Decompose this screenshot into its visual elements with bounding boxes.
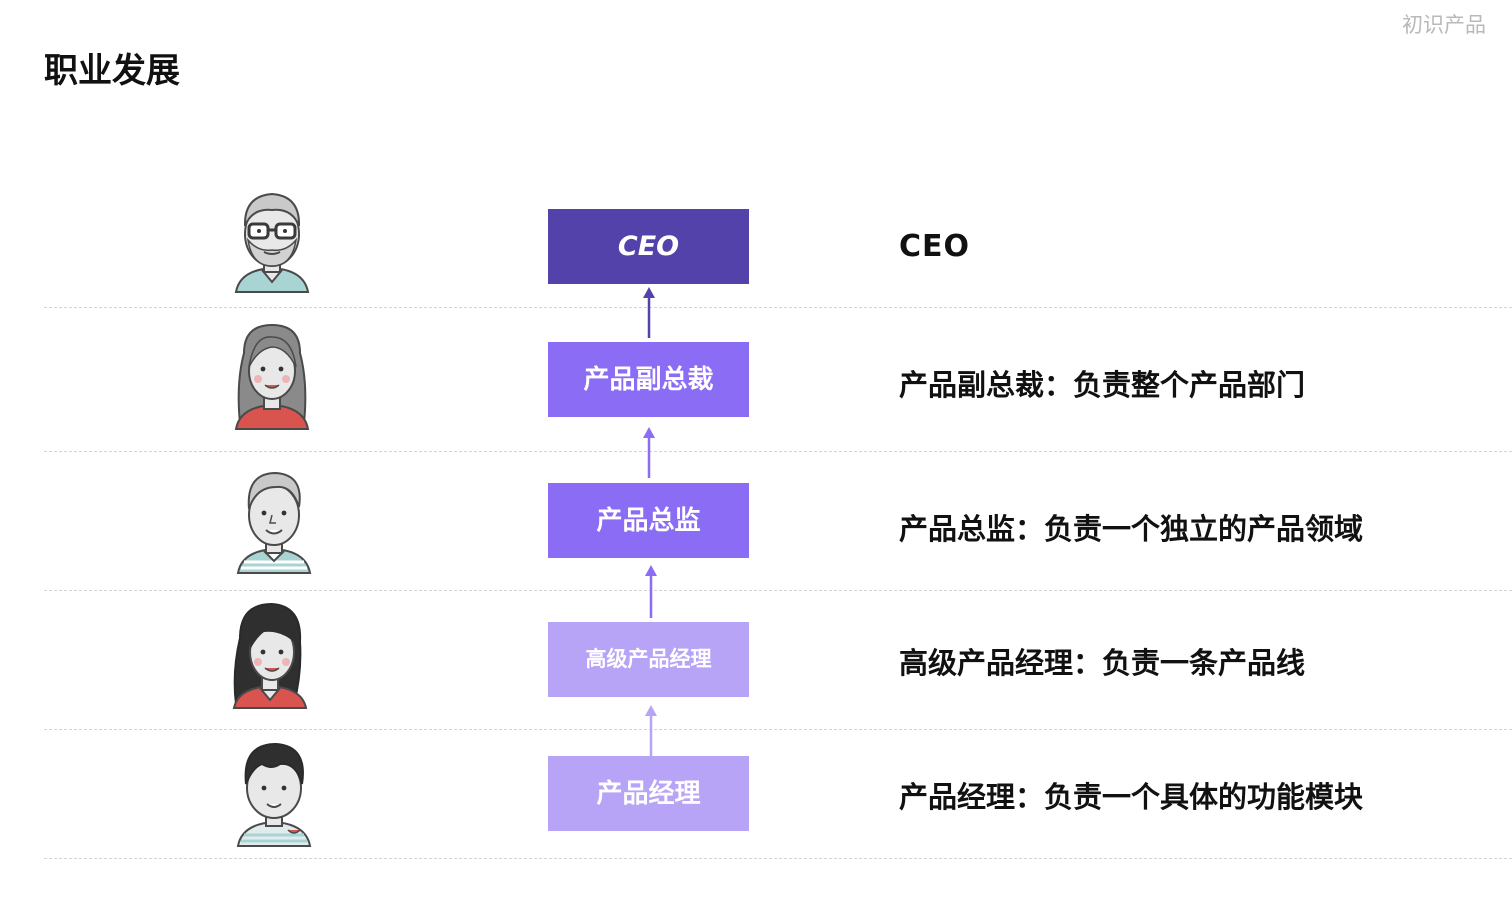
level-desc-ceo: CEO	[899, 229, 971, 264]
row-divider	[44, 307, 1512, 308]
arrow-up-icon	[639, 286, 659, 338]
level-box-director: 产品总监	[548, 483, 749, 558]
row-divider	[44, 729, 1512, 730]
page-title: 职业发展	[44, 51, 180, 91]
man-black-hair-avatar	[232, 740, 316, 848]
row-divider	[44, 590, 1512, 591]
level-desc-pm: 产品经理：负责一个具体的功能模块	[899, 780, 1364, 814]
level-desc-senior-pm: 高级产品经理：负责一条产品线	[899, 646, 1306, 680]
man-glasses-beard-avatar	[230, 186, 314, 294]
level-desc-vp: 产品副总裁：负责整个产品部门	[899, 368, 1306, 402]
level-box-pm: 产品经理	[548, 756, 749, 831]
arrow-up-icon	[641, 704, 661, 756]
woman-black-hair-avatar	[228, 602, 312, 710]
row-divider	[44, 451, 1512, 452]
level-desc-director: 产品总监：负责一个独立的产品领域	[899, 512, 1364, 546]
row-divider	[44, 858, 1512, 859]
arrow-up-icon	[639, 426, 659, 478]
watermark: 初识产品	[1402, 13, 1486, 37]
level-box-senior-pm: 高级产品经理	[548, 622, 749, 697]
woman-long-hair-avatar	[230, 323, 314, 431]
level-box-ceo: CEO	[548, 209, 749, 284]
man-gray-hair-avatar	[232, 467, 316, 575]
arrow-up-icon	[641, 564, 661, 618]
level-box-vp: 产品副总裁	[548, 342, 749, 417]
